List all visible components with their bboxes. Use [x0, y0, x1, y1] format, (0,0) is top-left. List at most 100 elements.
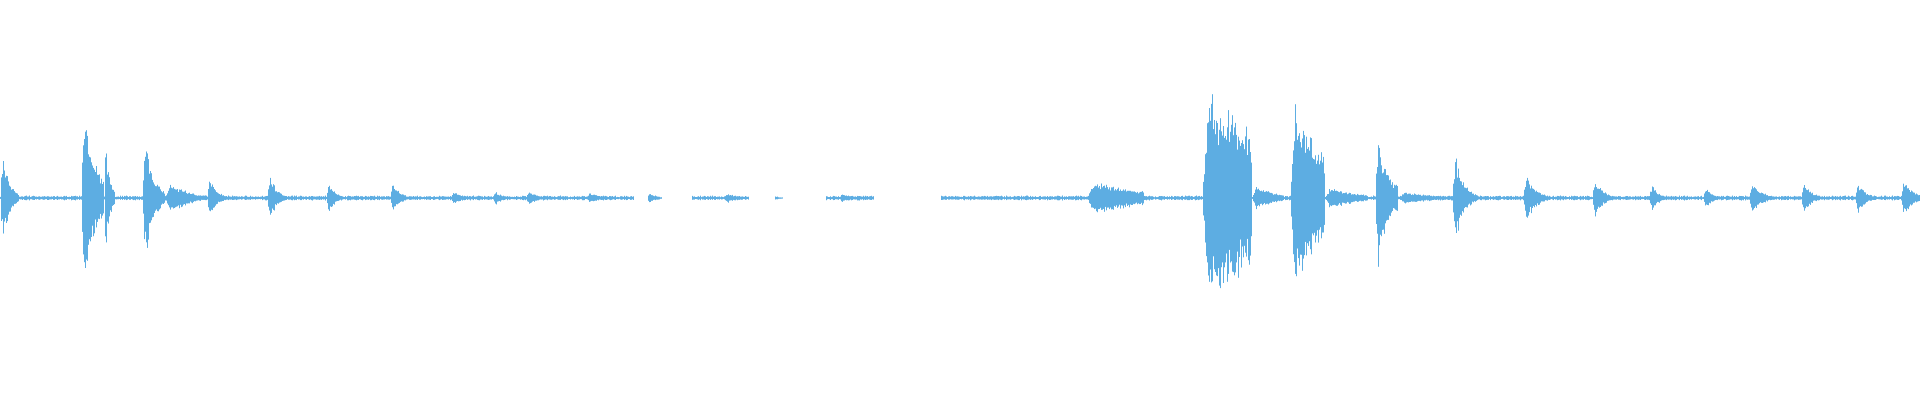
waveform-sample: [944, 196, 945, 200]
waveform-sample: [1782, 196, 1783, 200]
waveform-sample: [1607, 195, 1608, 201]
waveform-sample: [414, 196, 415, 200]
waveform-sample: [1515, 195, 1516, 200]
waveform-sample: [1639, 196, 1640, 200]
waveform-sample: [180, 189, 181, 205]
waveform-sample: [1857, 187, 1858, 209]
waveform-sample: [1627, 196, 1628, 200]
waveform-sample: [334, 191, 335, 205]
waveform-sample: [390, 196, 391, 200]
waveform-sample: [228, 195, 229, 201]
waveform-sample: [490, 196, 491, 200]
waveform-sample: [1880, 196, 1881, 200]
waveform-sample: [1063, 197, 1064, 199]
waveform-sample: [696, 197, 697, 200]
waveform-sample: [705, 196, 706, 200]
waveform-sample: [858, 196, 859, 201]
waveform-sample: [309, 196, 310, 200]
waveform-sample: [226, 196, 227, 200]
waveform-sample: [547, 195, 548, 201]
waveform-sample: [1837, 196, 1838, 200]
waveform-sample: [1856, 192, 1857, 204]
waveform-sample: [966, 196, 967, 200]
waveform-sample: [1018, 196, 1019, 201]
waveform-sample: [1297, 139, 1298, 249]
waveform-sample: [942, 196, 943, 200]
waveform-sample: [325, 195, 326, 201]
waveform-sample: [1681, 196, 1682, 200]
waveform-sample: [3, 161, 4, 234]
waveform-sample: [42, 196, 43, 200]
waveform-sample: [426, 196, 427, 200]
waveform-sample: [1848, 195, 1849, 200]
waveform-sample: [25, 195, 26, 201]
waveform-sample: [998, 196, 999, 201]
waveform-sample: [1471, 191, 1472, 205]
waveform-sample: [624, 195, 625, 200]
waveform-sample: [237, 196, 238, 200]
waveform-sample: [781, 197, 782, 199]
waveform-sample: [987, 195, 988, 200]
waveform-sample: [1805, 188, 1806, 209]
waveform-sample: [511, 196, 512, 199]
waveform-sample: [1209, 108, 1210, 282]
waveform-sample: [838, 196, 839, 200]
waveform-sample: [1905, 185, 1906, 210]
waveform-sample: [1610, 195, 1611, 201]
waveform-sample: [597, 195, 598, 200]
waveform-sample: [1896, 196, 1897, 200]
waveform-sample: [1608, 194, 1609, 201]
waveform-sample: [474, 196, 475, 199]
waveform-sample: [1917, 194, 1918, 202]
waveform-sample: [119, 197, 120, 199]
waveform-sample: [75, 195, 76, 201]
waveform-sample: [255, 196, 256, 200]
waveform-sample: [1631, 197, 1632, 200]
waveform-sample: [1087, 196, 1088, 200]
waveform-sample: [45, 196, 46, 200]
waveform-sample: [1380, 157, 1381, 235]
waveform-sample: [1053, 197, 1054, 200]
waveform-sample: [969, 196, 970, 200]
waveform-sample: [139, 196, 140, 201]
waveform-sample: [864, 196, 865, 200]
waveform-sample: [1039, 196, 1040, 201]
waveform-sample: [1709, 192, 1710, 203]
waveform-sample: [534, 194, 535, 202]
waveform-sample: [1613, 196, 1614, 200]
waveform-sample: [1355, 194, 1356, 201]
waveform-sample: [1765, 193, 1766, 203]
waveform-sample: [777, 196, 778, 200]
waveform-sample: [1442, 196, 1443, 201]
waveform-sample: [525, 196, 526, 201]
waveform-sample: [1570, 197, 1571, 199]
waveform-sample: [1615, 196, 1616, 200]
waveform-sample: [1604, 193, 1605, 204]
waveform-sample: [464, 195, 465, 201]
waveform-sample: [1804, 185, 1805, 211]
waveform-sample: [1320, 160, 1321, 228]
waveform-sample: [1160, 196, 1161, 200]
waveform-sample: [973, 196, 974, 200]
waveform-sample: [1294, 141, 1295, 263]
waveform-sample: [421, 196, 422, 200]
waveform-sample: [140, 197, 141, 200]
waveform-sample: [1025, 196, 1026, 200]
waveform-sample: [1238, 136, 1239, 278]
waveform-sample: [603, 195, 604, 201]
waveform-sample: [1838, 196, 1839, 200]
waveform-sample: [461, 196, 462, 200]
waveform-sample: [156, 186, 157, 210]
waveform-sample: [174, 188, 175, 208]
waveform-sample: [1021, 195, 1022, 201]
waveform-sample: [607, 196, 608, 200]
waveform-sample: [232, 195, 233, 200]
waveform-sample: [92, 165, 93, 226]
waveform-sample: [280, 193, 281, 203]
waveform-sample: [1462, 185, 1463, 212]
waveform-sample: [1643, 197, 1644, 199]
waveform-sample: [1489, 197, 1490, 199]
waveform-sample: [380, 196, 381, 199]
waveform-sample: [1260, 191, 1261, 204]
waveform-sample: [1799, 196, 1800, 200]
